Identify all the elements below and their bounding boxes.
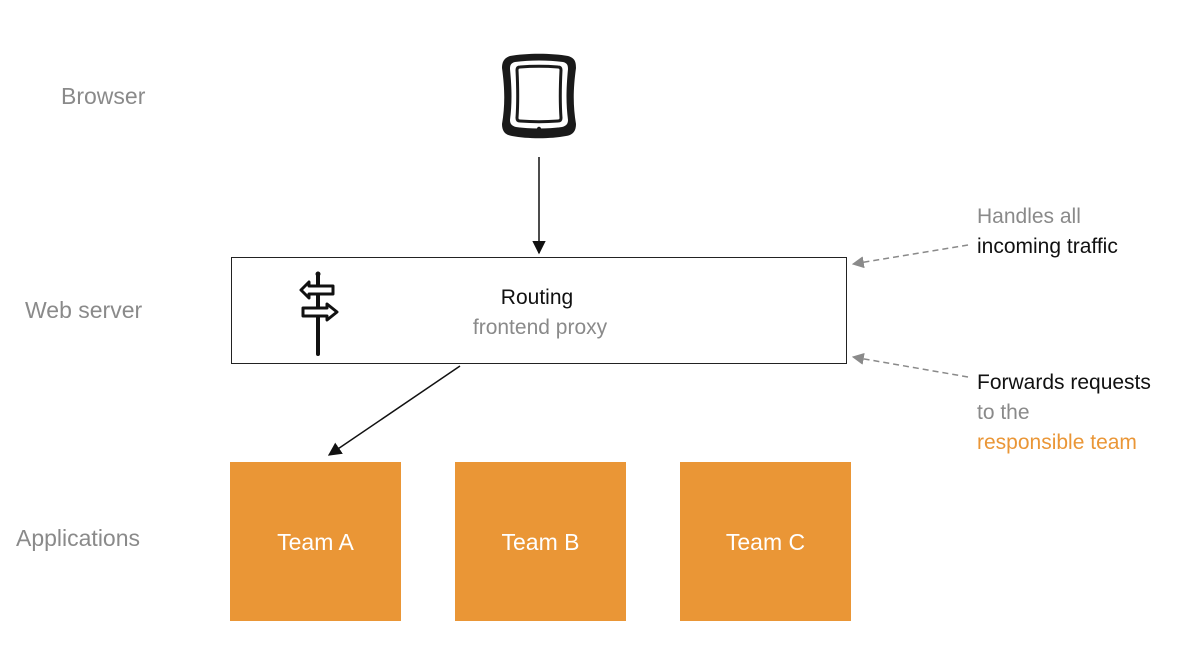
team-a-box: Team A — [230, 462, 401, 621]
arrow-note-to-routing-top — [851, 244, 969, 269]
team-b-label: Team B — [501, 528, 580, 555]
note-incoming-traffic: Handles all incoming traffic — [977, 202, 1118, 262]
tablet-icon — [502, 53, 576, 139]
layer-label-browser: Browser — [61, 83, 146, 109]
note-forward-line1: Forwards requests — [977, 371, 1151, 394]
team-b-box: Team B — [455, 462, 626, 621]
arrow-note-to-routing-bottom — [851, 352, 969, 378]
note-traffic-line1: Handles all — [977, 205, 1081, 228]
team-c-box: Team C — [680, 462, 851, 621]
team-c-label: Team C — [725, 528, 806, 555]
note-forward-line3: responsible team — [977, 431, 1137, 454]
routing-title: Routing — [500, 286, 574, 309]
note-traffic-line2: incoming traffic — [977, 235, 1118, 258]
routing-subtitle: frontend proxy — [472, 316, 608, 339]
note-forward-line2: to the — [977, 401, 1030, 424]
note-forward-requests: Forwards requests to the responsible tea… — [977, 368, 1151, 458]
signpost-icon — [299, 271, 339, 356]
layer-label-web-server: Web server — [25, 297, 143, 323]
layer-label-applications: Applications — [16, 525, 141, 551]
routing-box: Routing frontend proxy — [231, 257, 847, 364]
arrow-routing-to-team-a — [327, 365, 461, 456]
team-a-label: Team A — [277, 528, 354, 555]
